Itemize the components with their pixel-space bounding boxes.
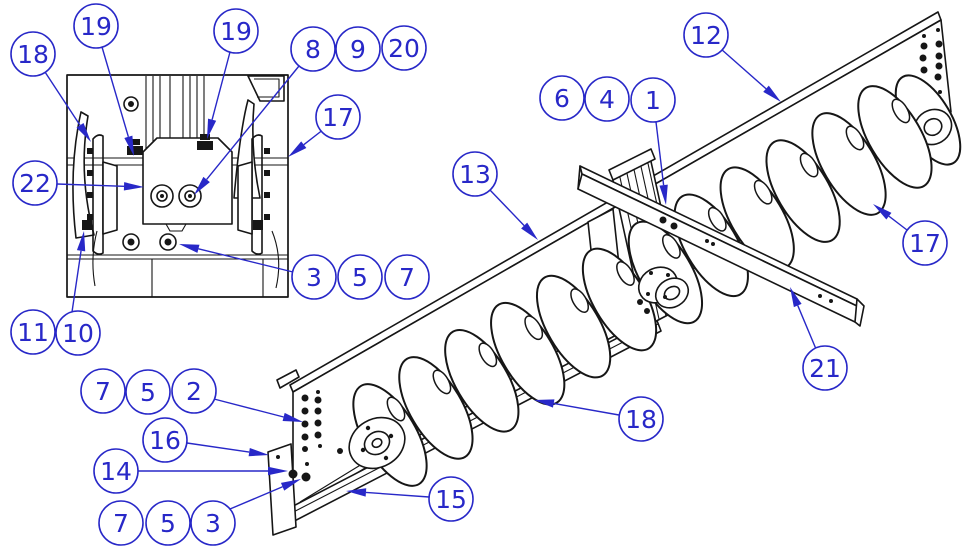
callout-label: 18 — [17, 40, 49, 69]
callout-label: 4 — [599, 85, 615, 114]
callout-14: 14 — [93, 448, 139, 494]
callout-label: 22 — [19, 169, 51, 198]
callout-19: 19 — [213, 8, 259, 54]
callout-label: 17 — [909, 229, 941, 258]
callout-6: 6 — [539, 75, 585, 121]
leader-line — [44, 71, 91, 142]
leader-line — [213, 398, 303, 422]
leader-line — [534, 399, 620, 416]
callout-13: 13 — [452, 151, 498, 197]
leader-line — [720, 48, 781, 102]
inset-fastener-stacks — [127, 134, 213, 155]
callout-5: 5 — [145, 500, 191, 546]
callout-label: 5 — [352, 263, 368, 292]
panel-hole-pattern-left — [301, 390, 343, 466]
callout-label: 5 — [140, 378, 156, 407]
inset-left-flange — [72, 111, 118, 255]
callout-label: 13 — [459, 160, 491, 189]
callout-7: 7 — [98, 500, 144, 546]
leader-line — [790, 287, 817, 350]
support-beam — [577, 165, 865, 327]
leader-line — [179, 244, 294, 273]
callout-label: 7 — [95, 377, 111, 406]
callout-1: 1 — [630, 77, 676, 123]
callout-12: 12 — [683, 12, 729, 58]
leader-line — [655, 121, 668, 205]
end-plate-bolts — [288, 469, 311, 482]
callout-16: 16 — [142, 417, 188, 463]
callout-label: 17 — [322, 103, 354, 132]
auger-flighting — [352, 85, 933, 487]
callout-label: 16 — [149, 426, 181, 455]
callout-21: 21 — [802, 345, 848, 391]
leader-line — [186, 442, 269, 457]
leader-line — [101, 46, 134, 156]
callout-4: 4 — [584, 76, 630, 122]
callout-label: 20 — [388, 34, 420, 63]
inset-lower-bolts — [122, 233, 177, 251]
inset-right-flange — [233, 99, 270, 255]
callout-label: 21 — [809, 354, 841, 383]
callout-5: 5 — [337, 254, 383, 300]
callout-label: 1 — [645, 86, 661, 115]
inset-gearbox-block — [142, 137, 233, 232]
callout-label: 19 — [220, 17, 252, 46]
leader-line — [71, 231, 86, 313]
callout-label: 3 — [205, 509, 221, 538]
callout-label: 3 — [306, 263, 322, 292]
callout-11: 11 — [10, 309, 56, 355]
callout-3: 3 — [291, 254, 337, 300]
callout-17: 17 — [902, 220, 948, 266]
callout-label: 12 — [690, 21, 722, 50]
callout-7: 7 — [384, 254, 430, 300]
callout-label: 5 — [160, 509, 176, 538]
callout-5: 5 — [125, 369, 171, 415]
callout-label: 14 — [100, 457, 132, 486]
leader-line — [488, 188, 538, 240]
callout-20: 20 — [381, 25, 427, 71]
callout-label: 15 — [435, 485, 467, 514]
callout-label: 11 — [17, 318, 49, 347]
leader-line — [229, 479, 301, 510]
callout-7: 7 — [80, 368, 126, 414]
callout-17: 17 — [315, 94, 361, 140]
callout-8: 8 — [290, 26, 336, 72]
leader-line — [288, 128, 325, 157]
callout-15: 15 — [428, 476, 474, 522]
leader-line — [207, 51, 231, 139]
callout-label: 10 — [62, 319, 94, 348]
leader-line — [194, 65, 300, 195]
leader-line — [346, 488, 430, 498]
auger-left-flange — [348, 416, 406, 470]
callout-label: 8 — [305, 35, 321, 64]
callout-2: 2 — [171, 368, 217, 414]
left-end-plate — [267, 443, 297, 536]
callout-label: 6 — [554, 84, 570, 113]
callout-label: 9 — [350, 35, 366, 64]
callout-10: 10 — [55, 310, 101, 356]
callout-22: 22 — [12, 160, 58, 206]
leader-line — [56, 182, 144, 191]
callout-18: 18 — [10, 31, 56, 77]
callout-label: 2 — [186, 377, 202, 406]
callout-label: 7 — [399, 263, 415, 292]
callout-label: 18 — [625, 405, 657, 434]
callout-3: 3 — [190, 500, 236, 546]
callout-label: 19 — [80, 12, 112, 41]
callout-18: 18 — [618, 396, 664, 442]
leader-line — [138, 466, 288, 476]
center-drive-hub — [637, 266, 690, 314]
inset-mast — [123, 76, 205, 152]
callout-9: 9 — [335, 26, 381, 72]
leader-line — [873, 204, 908, 231]
callout-19: 19 — [73, 3, 119, 49]
inset-frame-corner — [247, 75, 285, 102]
callout-label: 7 — [113, 509, 129, 538]
